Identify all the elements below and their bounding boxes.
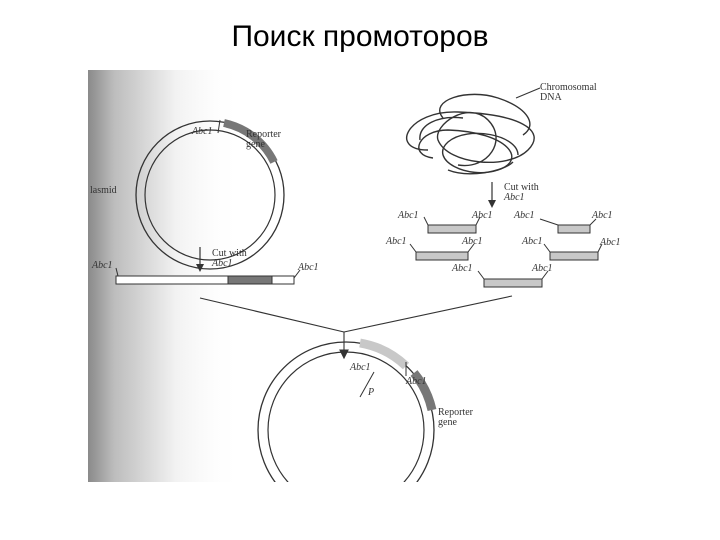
plasmid-abc1-label: Abc1 xyxy=(191,126,213,137)
plasmid-label: lasmid xyxy=(90,185,117,196)
recombinant-plasmid xyxy=(257,338,437,482)
ligation-converge-lines xyxy=(199,295,513,360)
chromosome-cut-with-label: Cut with xyxy=(504,182,539,193)
recombinant-reporter-label-2: gene xyxy=(438,417,457,428)
fragment-abc1-label: Abc1 xyxy=(385,236,407,247)
reporter-gene-label-2: gene xyxy=(246,139,265,150)
plasmid-cut-arrow xyxy=(196,247,204,272)
recombinant-abc1-label: Abc1 xyxy=(405,376,427,387)
reporter-gene-label-1: Reporter xyxy=(246,129,282,140)
fragment-abc1-label: Abc1 xyxy=(397,210,419,221)
dna-fragment xyxy=(539,218,597,234)
fragment-abc1-label: Abc1 xyxy=(521,236,543,247)
fragment-abc1-label: Abc1 xyxy=(531,263,553,274)
fragment-abc1-label: Abc1 xyxy=(471,210,493,221)
chromosomal-label-1: Chromosomal xyxy=(540,82,597,93)
linear-right-abc1-label: Abc1 xyxy=(297,262,319,273)
dna-fragment xyxy=(423,216,481,234)
fragment-abc1-label: Abc1 xyxy=(513,210,535,221)
slide-title: Поиск промоторов xyxy=(231,20,489,53)
dna-fragment xyxy=(543,243,603,261)
fragment-abc1-label: Abc1 xyxy=(599,237,621,248)
linear-left-abc1-label: Abc1 xyxy=(91,260,113,271)
promoter-search-figure: Abc1 Reporter gene lasmid Cut with Abc1 … xyxy=(88,70,648,482)
fragment-abc1-label: Abc1 xyxy=(461,236,483,247)
chromosome-cut-arrow xyxy=(488,182,496,208)
dna-fragment xyxy=(477,270,549,288)
plasmid-cut-with-label: Cut with xyxy=(212,248,247,259)
recombinant-reporter-label-1: Reporter xyxy=(438,407,474,418)
fragment-abc1-label: Abc1 xyxy=(591,210,613,221)
vector-plasmid xyxy=(135,119,285,270)
cloning-diagram: Abc1 Reporter gene lasmid Cut with Abc1 … xyxy=(88,70,621,482)
dna-fragment xyxy=(409,243,475,261)
chromosomal-label-2: DNA xyxy=(540,92,562,103)
plasmid-cut-enzyme-label: Abc1 xyxy=(211,258,233,269)
recombinant-abc1-label: Abc1 xyxy=(349,362,371,373)
chromosome-cut-enzyme-label: Abc1 xyxy=(503,192,525,203)
linearized-vector xyxy=(115,267,301,285)
chromosomal-dna xyxy=(406,93,535,175)
fragment-abc1-label: Abc1 xyxy=(451,263,473,274)
promoter-p-label: P xyxy=(367,387,374,398)
